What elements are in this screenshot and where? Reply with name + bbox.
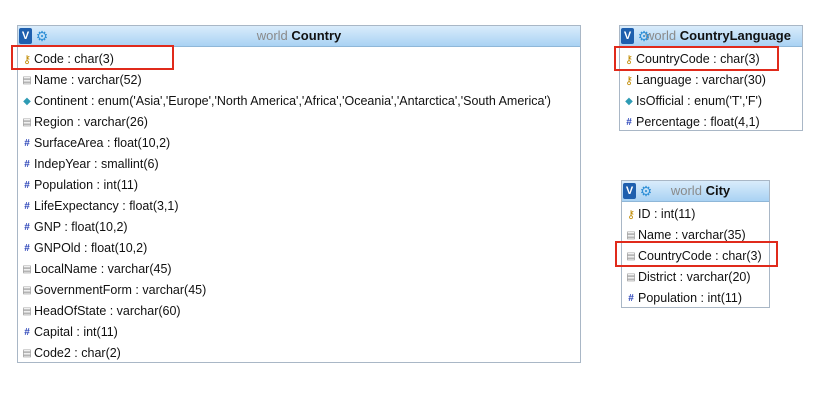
column-row[interactable]: # IndepYear : smallint(6) — [18, 154, 580, 175]
database-name: world — [645, 28, 677, 43]
database-name: world — [670, 183, 702, 198]
column-row[interactable]: ▤Code2 : char(2) — [18, 343, 580, 364]
highlight-box-city-countrycode — [615, 241, 778, 267]
column-row[interactable]: ▤LocalName : varchar(45) — [18, 259, 580, 280]
text-column-icon: ▤ — [22, 284, 32, 296]
column-label: Region : varchar(26) — [34, 115, 148, 129]
column-list: ⚷CountryCode : char(3)⚷Language : varcha… — [620, 47, 802, 135]
column-list: ⚷Code : char(3)▤Name : varchar(52)◆Conti… — [18, 47, 580, 366]
column-label: Capital : int(11) — [34, 325, 118, 339]
numeric-column-icon: # — [24, 179, 30, 191]
column-row[interactable]: ◆IsOfficial : enum('T','F') — [620, 91, 802, 112]
table-country: V ⚙ world Country ⚷Code : char(3)▤Name :… — [17, 25, 581, 363]
column-label: HeadOfState : varchar(60) — [34, 304, 181, 318]
column-label: LocalName : varchar(45) — [34, 262, 172, 276]
text-column-icon: ▤ — [22, 347, 32, 359]
column-label: GNP : float(10,2) — [34, 220, 128, 234]
text-column-icon: ▤ — [626, 250, 636, 262]
numeric-column-icon: # — [628, 292, 634, 304]
database-name: world — [256, 28, 288, 43]
numeric-column-icon: # — [626, 116, 632, 128]
column-row[interactable]: # GNP : float(10,2) — [18, 217, 580, 238]
numeric-column-icon: # — [24, 200, 30, 212]
column-label: ID : int(11) — [638, 207, 696, 221]
key-icon: ⚷ — [624, 74, 634, 87]
column-label: IndepYear : smallint(6) — [34, 157, 159, 171]
key-icon: ⚷ — [626, 208, 636, 221]
table-city: V ⚙ world City ⚷ID : int(11)▤Name : varc… — [621, 180, 770, 308]
column-row[interactable]: # GNPOld : float(10,2) — [18, 238, 580, 259]
column-label: GNPOld : float(10,2) — [34, 241, 148, 255]
table-header-country[interactable]: V ⚙ world Country — [18, 26, 580, 47]
text-column-icon: ▤ — [22, 116, 32, 128]
enum-column-icon: ◆ — [23, 95, 31, 107]
numeric-column-icon: # — [24, 158, 30, 170]
column-row[interactable]: # Capital : int(11) — [18, 322, 580, 343]
numeric-column-icon: # — [24, 137, 30, 149]
column-row[interactable]: # SurfaceArea : float(10,2) — [18, 133, 580, 154]
gear-icon[interactable]: ⚙ — [35, 28, 49, 44]
column-row[interactable]: ⚷Language : varchar(30) — [620, 70, 802, 91]
column-row[interactable]: ▤Name : varchar(52) — [18, 70, 580, 91]
column-row[interactable]: ⚷ID : int(11) — [622, 204, 769, 225]
column-label: SurfaceArea : float(10,2) — [34, 136, 171, 150]
column-row[interactable]: ▤Region : varchar(26) — [18, 112, 580, 133]
column-label: Code : char(3) — [34, 52, 114, 66]
highlight-box-countrylanguage-countrycode — [614, 46, 779, 71]
column-label: Name : varchar(52) — [34, 73, 142, 87]
table-options-icon[interactable]: V — [623, 183, 636, 199]
column-label: IsOfficial : enum('T','F') — [636, 94, 763, 108]
column-label: Continent : enum('Asia','Europe','North … — [34, 94, 551, 108]
column-row[interactable]: ▤Name : varchar(35) — [622, 225, 769, 246]
table-countrylanguage: V ⚙ world CountryLanguage ⚷CountryCode :… — [619, 25, 803, 131]
column-row[interactable]: # LifeExpectancy : float(3,1) — [18, 196, 580, 217]
enum-column-icon: ◆ — [625, 95, 633, 107]
table-name: CountryLanguage — [679, 28, 791, 43]
numeric-column-icon: # — [24, 326, 30, 338]
highlight-box-country-code — [11, 45, 174, 70]
table-name: City — [705, 183, 731, 198]
column-row[interactable]: ⚷Code : char(3) — [18, 49, 580, 70]
numeric-column-icon: # — [24, 242, 30, 254]
text-column-icon: ▤ — [626, 229, 636, 241]
column-row[interactable]: # Population : int(11) — [18, 175, 580, 196]
text-column-icon: ▤ — [22, 263, 32, 275]
numeric-column-icon: # — [24, 221, 30, 233]
text-column-icon: ▤ — [22, 305, 32, 317]
column-list: ⚷ID : int(11)▤Name : varchar(35)▤Country… — [622, 202, 769, 311]
table-name: Country — [291, 28, 342, 43]
column-row[interactable]: ▤HeadOfState : varchar(60) — [18, 301, 580, 322]
text-column-icon: ▤ — [22, 74, 32, 86]
column-row[interactable]: ▤GovernmentForm : varchar(45) — [18, 280, 580, 301]
column-label: CountryCode : char(3) — [638, 249, 762, 263]
table-options-icon[interactable]: V — [621, 28, 634, 44]
column-label: Population : int(11) — [34, 178, 138, 192]
column-row[interactable]: ▤CountryCode : char(3) — [622, 246, 769, 267]
column-label: Population : int(11) — [638, 291, 742, 305]
column-label: District : varchar(20) — [638, 270, 751, 284]
table-header-countrylanguage[interactable]: V ⚙ world CountryLanguage — [620, 26, 802, 47]
gear-icon[interactable]: ⚙ — [637, 28, 651, 44]
column-label: GovernmentForm : varchar(45) — [34, 283, 207, 297]
key-icon: ⚷ — [22, 53, 32, 66]
column-label: Name : varchar(35) — [638, 228, 746, 242]
table-header-city[interactable]: V ⚙ world City — [622, 181, 769, 202]
key-icon: ⚷ — [624, 53, 634, 66]
table-options-icon[interactable]: V — [19, 28, 32, 44]
column-label: Language : varchar(30) — [636, 73, 766, 87]
column-label: CountryCode : char(3) — [636, 52, 760, 66]
column-label: Code2 : char(2) — [34, 346, 121, 360]
gear-icon[interactable]: ⚙ — [639, 183, 653, 199]
column-label: Percentage : float(4,1) — [636, 115, 760, 129]
column-row[interactable]: ◆Continent : enum('Asia','Europe','North… — [18, 91, 580, 112]
text-column-icon: ▤ — [626, 271, 636, 283]
column-label: LifeExpectancy : float(3,1) — [34, 199, 179, 213]
column-row[interactable]: # Percentage : float(4,1) — [620, 112, 802, 133]
column-row[interactable]: ▤District : varchar(20) — [622, 267, 769, 288]
column-row[interactable]: ⚷CountryCode : char(3) — [620, 49, 802, 70]
column-row[interactable]: # Population : int(11) — [622, 288, 769, 309]
